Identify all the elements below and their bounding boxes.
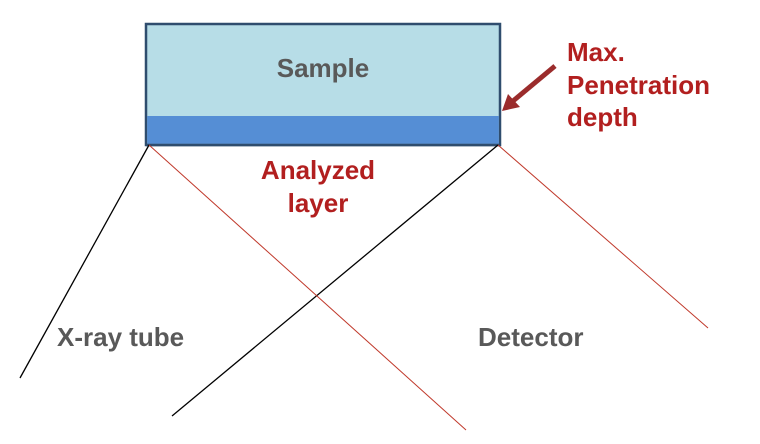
detector-label: Detector xyxy=(478,322,584,352)
penetration-ray-right xyxy=(497,144,709,329)
analyzed-layer-label-line2: layer xyxy=(287,187,349,218)
max-depth-arrow xyxy=(502,64,557,111)
xray-tube-ray xyxy=(19,144,150,379)
max-depth-label-line1: Max. xyxy=(567,37,625,67)
analyzed-layer-label-line1: Analyzed xyxy=(260,155,376,185)
detector-ray-black xyxy=(171,144,499,417)
penetration-ray-left xyxy=(148,144,467,431)
xray-tube-label: X-ray tube xyxy=(57,322,185,352)
analyzed-layer-label: Analyzed layer xyxy=(238,154,398,219)
max-depth-label-line2: Penetration xyxy=(567,69,711,100)
sample-label: Sample xyxy=(276,53,370,83)
max-depth-label-line3: depth xyxy=(567,102,638,132)
analyzed-layer-band xyxy=(147,116,499,144)
max-penetration-depth-label: Max. Penetration depth xyxy=(567,36,710,134)
